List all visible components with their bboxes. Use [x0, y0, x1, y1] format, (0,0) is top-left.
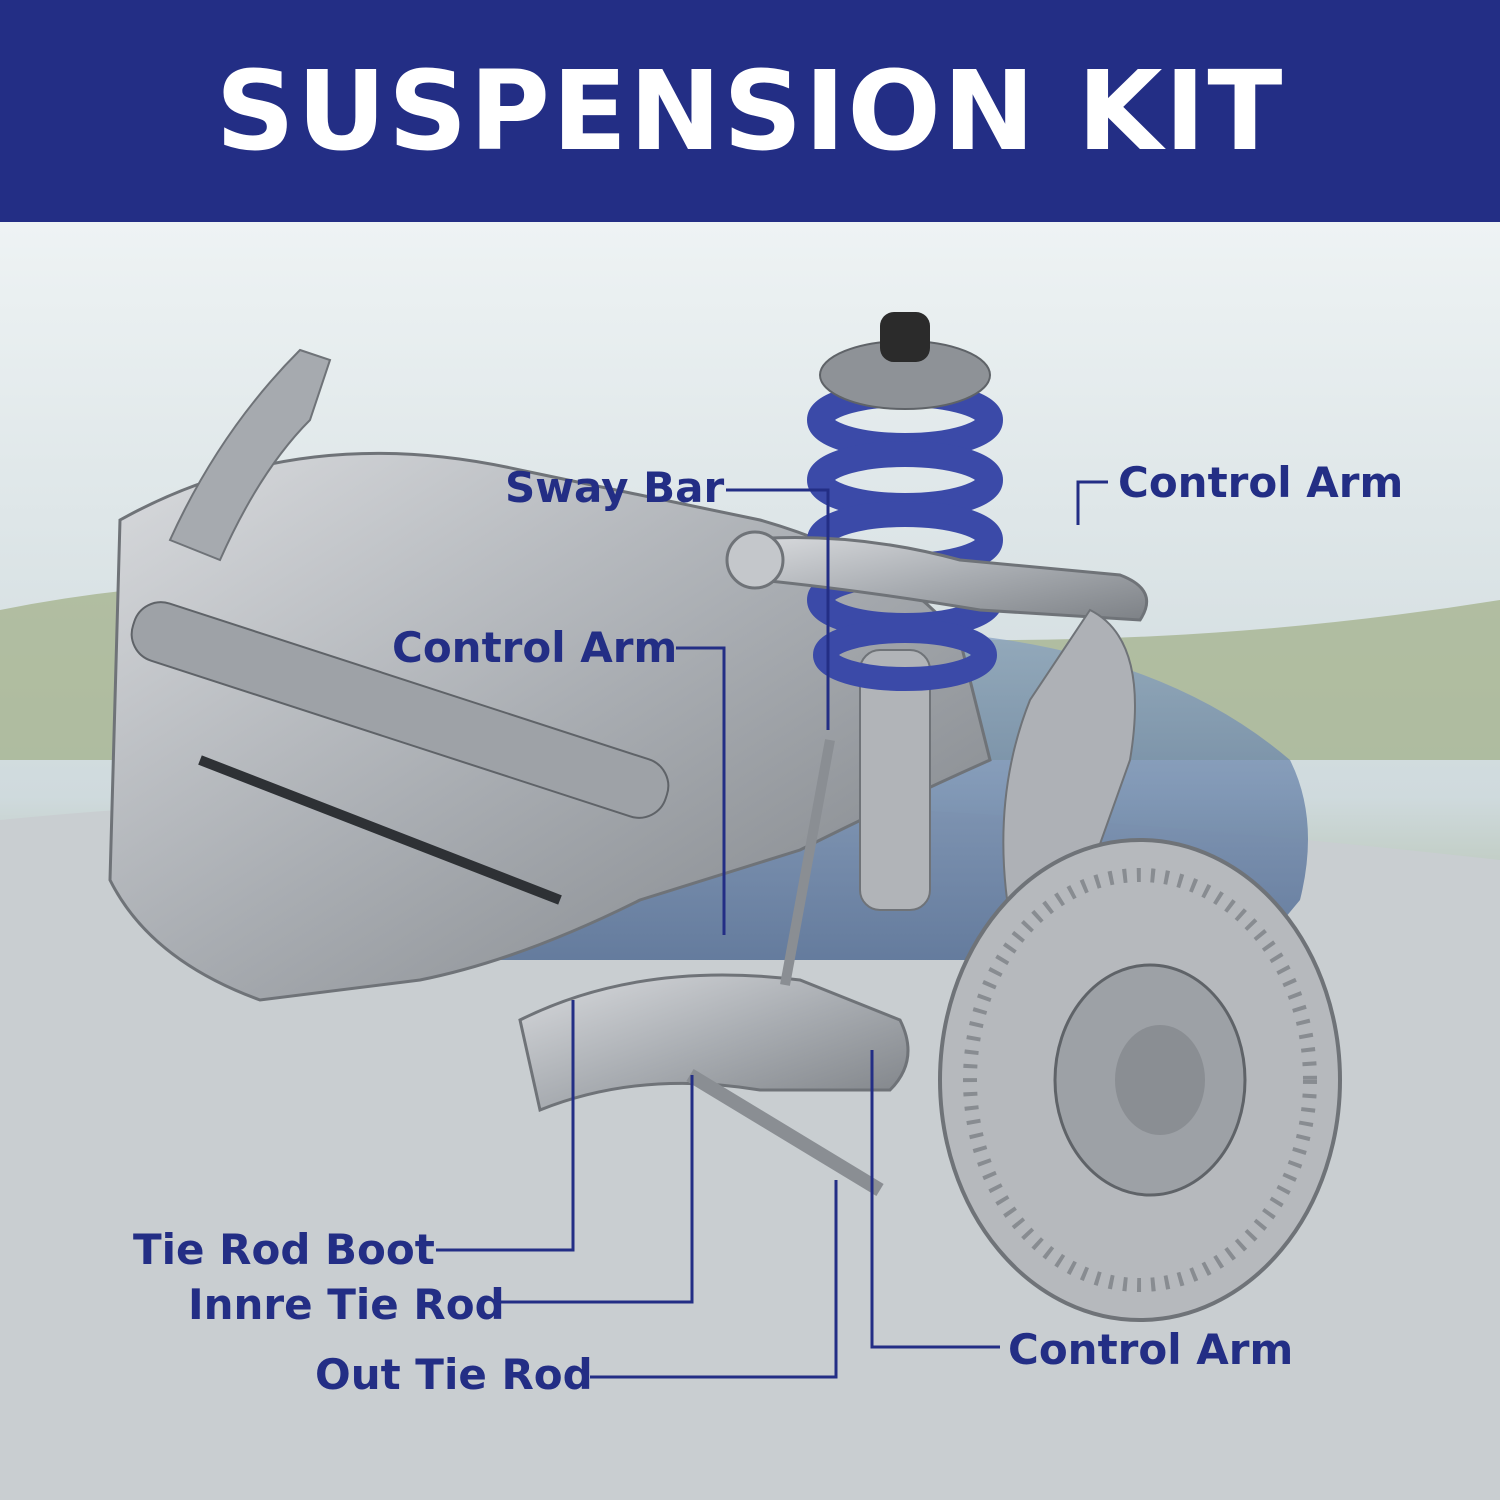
upper-arm-bushing	[725, 530, 785, 590]
fender-bracket	[168, 348, 332, 562]
label-control-arm-lower-right: Control Arm	[1008, 1325, 1294, 1374]
sway-bar	[198, 755, 562, 905]
title-banner: SUSPENSION KIT	[0, 0, 1500, 222]
label-out-tie-rod: Out Tie Rod	[315, 1350, 593, 1399]
upper-control-arm-shape	[737, 536, 1149, 622]
leader-sway-bar	[726, 488, 830, 730]
leader-control-arm-middle	[676, 646, 726, 935]
label-control-arm-upper-right: Control Arm	[1118, 458, 1404, 507]
label-control-arm-middle: Control Arm	[392, 623, 678, 672]
leader-tie-rod-boot	[436, 1000, 575, 1252]
leader-control-arm-upper-right	[1076, 480, 1108, 525]
strut-body	[859, 649, 931, 911]
steering-rack	[130, 601, 670, 819]
tie-rod	[686, 1069, 884, 1196]
sway-bar-link	[780, 739, 835, 986]
label-tie-rod-boot: Tie Rod Boot	[133, 1225, 435, 1274]
strut-top-bushing	[880, 312, 930, 362]
leader-control-arm-lower-right	[870, 1050, 1000, 1349]
leader-out-tie-rod	[590, 1180, 838, 1379]
brake-rotor	[938, 838, 1342, 1322]
label-sway-bar: Sway Bar	[505, 463, 725, 512]
leader-inner-tie-rod	[500, 1075, 694, 1304]
leader-lines	[436, 480, 1108, 1379]
lower-control-arm-shape	[518, 973, 910, 1113]
label-inner-tie-rod: Innre Tie Rod	[188, 1280, 505, 1329]
page-title: SUSPENSION KIT	[215, 47, 1285, 175]
